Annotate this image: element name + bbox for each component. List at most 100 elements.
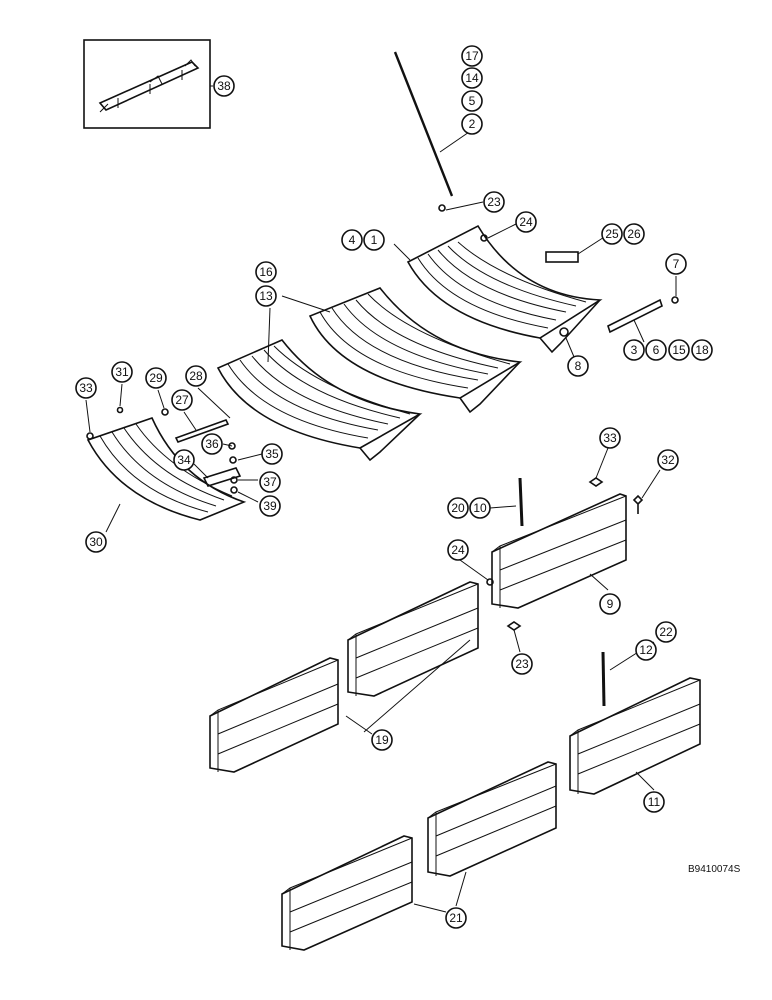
svg-text:17: 17 [465,49,479,63]
svg-text:26: 26 [627,227,641,241]
callout-13: 13 [255,285,277,307]
svg-text:34: 34 [177,453,191,467]
grate-box-11 [569,677,701,795]
callout-24-top: 24 [515,211,537,233]
svg-text:32: 32 [661,453,675,467]
svg-text:22: 22 [659,625,673,639]
svg-text:35: 35 [265,447,279,461]
svg-text:11: 11 [648,795,661,809]
callout-20: 20 [447,497,469,519]
callout-4: 4 [341,229,363,251]
svg-text:16: 16 [259,265,273,279]
svg-text:20: 20 [451,501,465,515]
svg-text:30: 30 [89,535,103,549]
callout-32: 31 [111,361,133,383]
callout-34: 38 [213,75,235,97]
svg-text:24: 24 [451,543,465,557]
callout-25: 25 [601,223,623,245]
svg-text:18: 18 [695,343,709,357]
callout-21: 21 [445,907,467,929]
svg-text:38: 38 [217,79,231,93]
svg-text:31: 31 [115,365,129,379]
svg-text:12: 12 [639,643,653,657]
callout-35: 34 [173,449,195,471]
callout-36: 35 [261,443,283,465]
grate-box-19b [209,657,339,773]
callout-31: 32 [657,449,679,471]
svg-text:2: 2 [469,117,476,131]
svg-text:29: 29 [149,371,163,385]
concave-section-3 [216,339,423,462]
svg-text:15: 15 [672,343,686,357]
svg-text:25: 25 [605,227,619,241]
callout-9: 9 [599,593,621,615]
concave-section-30 [86,417,247,521]
callout-27: 27 [171,389,193,411]
callout-26: 26 [623,223,645,245]
drawing-code: B9410074S [688,864,741,875]
concave-section-1 [406,224,603,354]
callout-3: 3 [623,339,645,361]
svg-text:13: 13 [259,289,273,303]
svg-text:8: 8 [575,359,582,373]
svg-text:39: 39 [263,499,277,513]
callout-6: 6 [645,339,667,361]
svg-text:19: 19 [375,733,389,747]
svg-text:28: 28 [189,369,203,383]
svg-text:4: 4 [349,233,356,247]
callout-15: 15 [668,339,690,361]
small-hardware-parts [86,204,679,494]
svg-text:1: 1 [371,233,378,247]
rod-part [393,51,473,197]
callout-1: 1 [363,229,385,251]
svg-text:6: 6 [653,343,660,357]
svg-text:10: 10 [473,501,487,515]
callout-7: 7 [665,253,687,275]
callout-37: 36 [201,433,223,455]
callout-10: 10 [469,497,491,519]
grate-box-19a [347,581,479,697]
callout-5: 5 [461,90,483,112]
callout-24-mid: 24 [447,539,469,561]
callout-33-left: 33 [75,377,97,399]
callout-29: 29 [145,367,167,389]
svg-text:27: 27 [175,393,189,407]
callout-33-right: 33 [599,427,621,449]
callout-38: 37 [259,471,281,493]
svg-text:9: 9 [607,597,614,611]
svg-text:3: 3 [631,343,638,357]
svg-text:7: 7 [673,257,680,271]
svg-text:36: 36 [205,437,219,451]
svg-text:5: 5 [469,94,476,108]
svg-text:33: 33 [603,431,617,445]
grate-box-21a [427,761,557,877]
grate-box-9 [491,493,627,609]
grate-box-21b [281,835,413,951]
callout-17: 17 [461,45,483,67]
callout-23-mid: 23 [511,653,533,675]
callout-19: 19 [371,729,393,751]
leader-lines [85,201,677,913]
svg-text:24: 24 [519,215,533,229]
callout-18: 18 [691,339,713,361]
callout-39: 39 [259,495,281,517]
svg-text:23: 23 [515,657,529,671]
svg-text:23: 23 [487,195,501,209]
callout-16: 16 [255,261,277,283]
callout-12: 12 [635,639,657,661]
callouts: 17 14 5 2 38 23 24 4 1 25 26 7 16 13 3 6… [75,45,713,929]
svg-text:33: 33 [79,381,93,395]
inset-box-shaft-assembly [83,39,211,129]
svg-text:21: 21 [449,911,463,925]
callout-23-top: 23 [483,191,505,213]
callout-2: 2 [461,113,483,135]
callout-28: 28 [185,365,207,387]
svg-text:37: 37 [263,475,277,489]
svg-text:14: 14 [465,71,479,85]
callout-14: 14 [461,67,483,89]
callout-30: 30 [85,531,107,553]
callout-22: 22 [655,621,677,643]
callout-8: 8 [567,355,589,377]
concave-section-2 [308,287,523,414]
